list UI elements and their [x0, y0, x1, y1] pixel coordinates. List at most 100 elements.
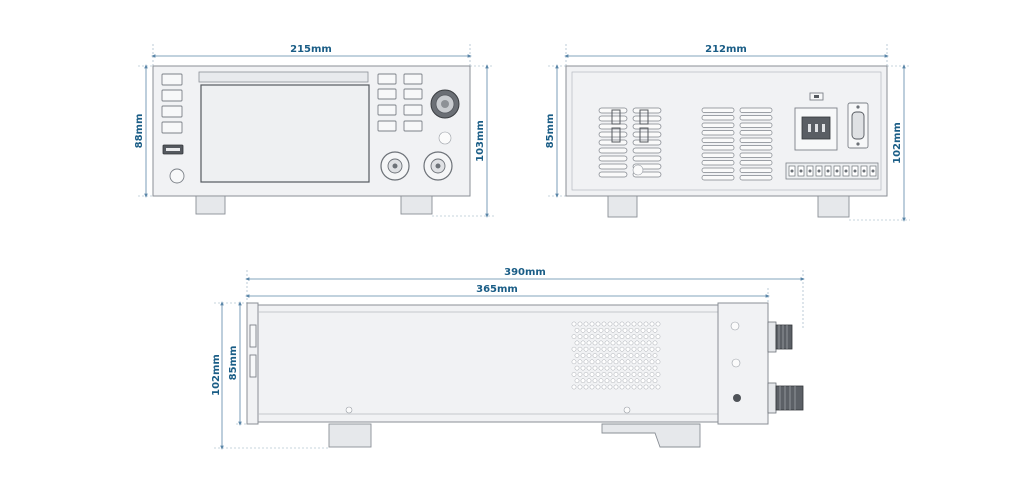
rear-total-height-label: 102mm: [892, 122, 903, 164]
vent-hole: [637, 359, 643, 365]
front-left-button-2: [161, 89, 183, 102]
vent-hole: [583, 372, 589, 377]
side-view: 390mm 365mm 102mm 85mm: [211, 267, 805, 450]
vent-hole: [571, 346, 577, 352]
vent-hole: [586, 365, 592, 371]
vent-hole: [583, 334, 589, 339]
terminal-screw: [790, 169, 794, 173]
fan-slot: [598, 155, 628, 162]
vent-hole: [613, 334, 619, 339]
vent-hole: [577, 346, 583, 352]
vent-hole: [589, 334, 595, 339]
vent-hole: [640, 340, 646, 346]
side-front-terminal-profile: [249, 354, 257, 378]
fan-slot: [632, 155, 662, 162]
vent-hole: [586, 340, 592, 346]
vent-hole: [649, 359, 655, 365]
vent-hole: [649, 346, 655, 352]
vent-hole: [601, 359, 607, 365]
vent-hole: [592, 378, 598, 384]
vent-hole: [577, 384, 583, 390]
rear-foot-right: [817, 195, 850, 218]
vent-hole: [604, 353, 610, 358]
vent-hole: [577, 359, 583, 365]
vent-hole: [652, 340, 658, 346]
vent-hole: [634, 378, 640, 384]
vent-hole: [580, 327, 586, 333]
vent-hole: [595, 372, 601, 377]
vent-slot: [701, 107, 735, 113]
vent-hole: [577, 334, 583, 339]
side-body-height-label: 85mm: [228, 346, 239, 381]
vent-hole: [625, 321, 631, 327]
vent-slot: [739, 175, 773, 181]
vent-slot: [701, 152, 735, 158]
vent-hole: [577, 321, 583, 327]
vent-hole: [604, 365, 610, 371]
terminal-screw: [862, 169, 866, 173]
vent-hole: [598, 353, 604, 358]
vent-hole: [655, 384, 661, 390]
vent-hole: [610, 327, 616, 333]
fan-guard-mark: [639, 109, 649, 125]
fan-slot: [598, 171, 628, 178]
vent-hole: [631, 384, 637, 390]
vent-hole: [583, 359, 589, 365]
vent-hole: [634, 365, 640, 371]
vent-hole: [637, 321, 643, 327]
vent-hole: [574, 340, 580, 346]
vent-hole: [601, 346, 607, 352]
vent-hole: [652, 365, 658, 371]
vent-hole: [580, 378, 586, 384]
vent-hole: [592, 327, 598, 333]
vent-hole: [589, 359, 595, 365]
terminal-screw: [808, 169, 812, 173]
vent-hole: [646, 327, 652, 333]
vent-hole: [622, 340, 628, 346]
front-body-height-label: 88mm: [134, 114, 145, 149]
side-rear-hole-2: [731, 358, 741, 368]
vent-hole: [613, 372, 619, 377]
side-foot-rear: [601, 423, 701, 448]
vent-slot: [739, 152, 773, 158]
vent-hole: [637, 384, 643, 390]
vent-hole: [604, 378, 610, 384]
vent-hole: [571, 372, 577, 377]
vent-hole: [622, 378, 628, 384]
vent-hole: [652, 353, 658, 358]
vent-hole: [628, 353, 634, 358]
vent-hole: [613, 359, 619, 365]
vent-hole: [601, 334, 607, 339]
vent-hole: [607, 359, 613, 365]
vent-hole: [610, 378, 616, 384]
fan-slot: [598, 131, 628, 138]
vent-hole: [616, 378, 622, 384]
vent-hole: [631, 359, 637, 365]
vent-hole: [589, 346, 595, 352]
side-rear-hole-1: [730, 321, 740, 331]
vent-hole: [625, 384, 631, 390]
vent-hole: [625, 359, 631, 365]
vent-hole: [571, 359, 577, 365]
vent-hole: [583, 346, 589, 352]
vent-hole: [649, 384, 655, 390]
vent-hole: [574, 378, 580, 384]
side-housing-body: [257, 304, 719, 423]
front-left-button-3: [161, 105, 183, 118]
vent-hole: [619, 346, 625, 352]
front-width-label: 215mm: [290, 44, 332, 55]
front-foot-right: [400, 195, 433, 215]
vent-hole: [592, 365, 598, 371]
vent-hole: [604, 340, 610, 346]
vent-hole: [625, 334, 631, 339]
vent-hole: [586, 353, 592, 358]
side-screw-left: [345, 406, 353, 414]
vent-hole: [580, 365, 586, 371]
vent-hole: [601, 384, 607, 390]
front-keypad: [377, 73, 423, 132]
vent-slot: [739, 137, 773, 143]
lcd-display: [200, 84, 370, 183]
vent-slot: [701, 137, 735, 143]
vent-hole: [598, 340, 604, 346]
vent-slot: [701, 160, 735, 166]
